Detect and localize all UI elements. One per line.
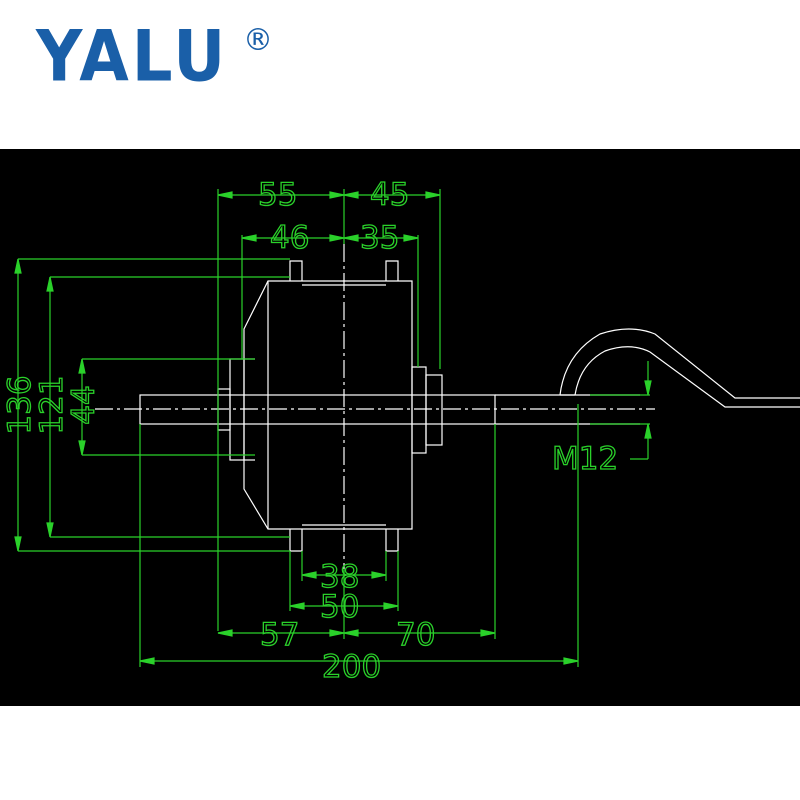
arrow: [329, 191, 345, 199]
dim-label-44: 44: [66, 385, 102, 424]
arrow: [371, 571, 387, 579]
arrow: [241, 234, 257, 242]
motor-drawing-panel: 55 45 46 35 136 121 44 M12 38 50 57 70 2…: [0, 149, 800, 706]
arrow: [217, 191, 233, 199]
arrow: [343, 234, 359, 242]
brand-logo: YALU: [36, 16, 229, 98]
dim-label-121: 121: [34, 375, 70, 434]
arrow: [14, 258, 22, 274]
dim-label-57: 57: [260, 617, 299, 653]
arrow: [289, 602, 305, 610]
flange-top-left: [289, 260, 303, 281]
dim-label-50: 50: [320, 589, 359, 625]
arrow: [644, 380, 652, 396]
arrow: [217, 629, 233, 637]
right-bearing: [425, 374, 443, 446]
flange-top-right: [385, 260, 399, 281]
arrow: [301, 571, 317, 579]
arrow: [14, 536, 22, 552]
flange-bottom-left: [289, 529, 303, 552]
motor-outline: [95, 244, 800, 569]
motor-technical-drawing: 55 45 46 35 136 121 44 M12 38 50 57 70 2…: [1, 176, 800, 686]
dim-label-55: 55: [258, 177, 297, 213]
dim-label-136: 136: [2, 375, 38, 434]
dimension-labels: 55 45 46 35 136 121 44 M12 38 50 57 70 2…: [1, 176, 619, 685]
dim-label-46: 46: [270, 220, 309, 256]
arrow: [425, 191, 441, 199]
cable-outer: [559, 328, 800, 399]
arrow: [329, 234, 345, 242]
dim-label-35: 35: [360, 220, 399, 256]
motor-body: [243, 280, 413, 530]
arrow: [343, 191, 359, 199]
arrow: [78, 358, 86, 374]
arrow: [78, 440, 86, 456]
arrow: [46, 276, 54, 292]
arrow: [329, 629, 345, 637]
dim-label-38: 38: [320, 559, 359, 595]
arrow: [343, 629, 359, 637]
arrow: [644, 423, 652, 439]
cable-inner: [574, 346, 800, 408]
arrow: [46, 522, 54, 538]
right-cap: [411, 366, 427, 454]
arrow: [403, 234, 419, 242]
dim-label-45: 45: [370, 177, 409, 213]
arrow: [383, 602, 399, 610]
dimension-lines: [14, 189, 652, 667]
dim-label-70: 70: [396, 617, 435, 653]
arrow: [563, 657, 579, 665]
arrow: [480, 629, 496, 637]
flange-bottom-right: [385, 529, 399, 552]
registered-mark: ®: [243, 23, 273, 58]
arrow: [139, 657, 155, 665]
dim-label-200: 200: [322, 649, 381, 685]
dim-label-m12: M12: [552, 441, 618, 477]
